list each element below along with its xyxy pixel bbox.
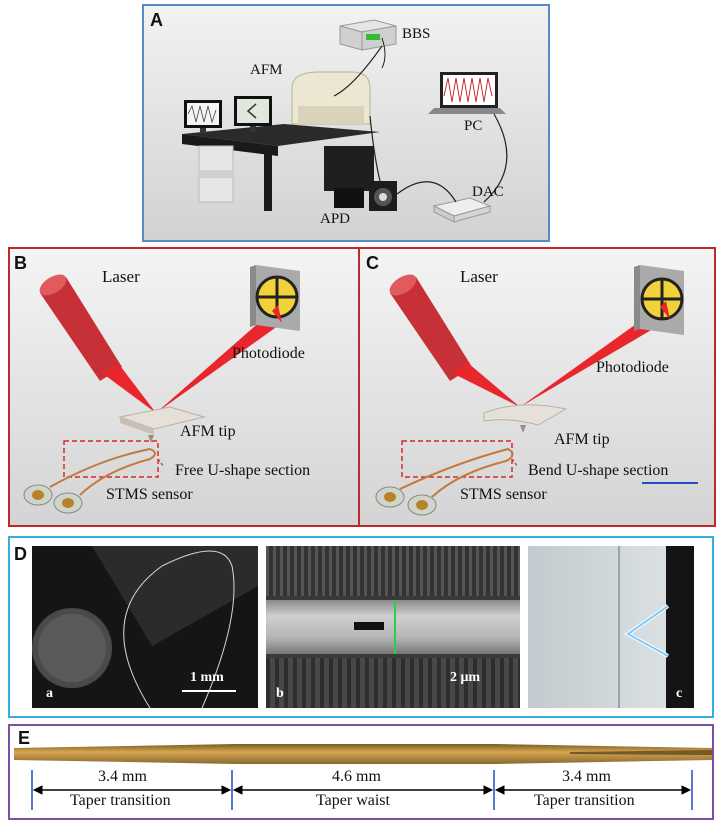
panel-d: D a 1 mm b 2 μm c xyxy=(8,536,714,718)
bbs-device xyxy=(339,19,397,51)
sub-label-c: c xyxy=(676,686,683,701)
apd-label: APD xyxy=(320,211,351,227)
optical-image-c: c xyxy=(528,546,694,708)
fiber-u xyxy=(49,447,156,496)
segment-2-length: 4.6 mm xyxy=(332,768,381,785)
laser-label-b: Laser xyxy=(102,267,140,286)
segment-3-length: 3.4 mm xyxy=(562,768,611,785)
cantilever xyxy=(118,406,206,430)
panel-e: E 3.4 mm Tape xyxy=(8,724,714,820)
dac-label: DAC xyxy=(472,184,504,200)
cantilever xyxy=(483,404,568,426)
section-word-c: section xyxy=(623,462,669,479)
photodiode-label-b: Photodiode xyxy=(232,345,305,362)
diameter-marker xyxy=(394,600,396,654)
section-label-b: Free U-shape section xyxy=(175,462,311,479)
photodiode-label-c: Photodiode xyxy=(596,359,669,376)
afm-schematic-bend xyxy=(375,265,698,516)
afm-tip-label-b: AFM tip xyxy=(180,423,236,440)
sensor-ferrules xyxy=(23,484,83,514)
u-shape-box xyxy=(401,440,513,478)
segment-3-name: Taper transition xyxy=(534,792,635,809)
laser-body xyxy=(40,277,122,381)
fiber-waist xyxy=(266,600,520,654)
scale-label-b: 2 μm xyxy=(450,670,481,685)
segment-1-name: Taper transition xyxy=(70,792,171,809)
fiber-u xyxy=(399,447,514,498)
laser-beam-out xyxy=(520,307,670,407)
sem-image-b: b 2 μm xyxy=(266,546,520,708)
setup-illustration xyxy=(182,19,508,223)
afm-tip-label-c: AFM tip xyxy=(554,431,610,448)
panel-c: C Laser Photodiode AFM tip Bend U-shape … xyxy=(358,247,716,527)
panel-b: B Laser Photodiode AFM tip Free U-shape … xyxy=(8,247,360,527)
panel-b-label: B xyxy=(14,253,27,273)
scale-label-a: 1 mm xyxy=(190,670,224,685)
laser-beam-out xyxy=(156,311,282,413)
sensor-label-b: STMS sensor xyxy=(106,486,193,503)
afm-schematic-free xyxy=(23,265,300,514)
dac-device xyxy=(432,197,492,223)
sensor-ferrules xyxy=(375,486,437,516)
sensor-label-c: STMS sensor xyxy=(460,486,547,503)
laser-body xyxy=(390,277,472,381)
sem-image-a: a 1 mm xyxy=(32,546,258,708)
section-label-c: Bend U-shape section xyxy=(528,462,668,480)
sub-label-a: a xyxy=(46,686,53,701)
segment-1-length: 3.4 mm xyxy=(98,768,147,785)
optical-table xyxy=(182,124,380,146)
panel-a-label: A xyxy=(150,10,163,30)
pc-label: PC xyxy=(464,118,483,134)
laser-label-c: Laser xyxy=(460,267,498,286)
panel-a: A AFM BBS PC DAC APD xyxy=(142,4,550,242)
panel-e-label: E xyxy=(18,728,31,748)
laser-beam-in xyxy=(452,363,520,407)
pc-laptop xyxy=(428,72,506,114)
panel-d-label: D xyxy=(14,544,27,564)
laser-beam-in xyxy=(102,363,156,413)
segment-2-name: Taper waist xyxy=(316,792,390,809)
section-prefix-c: Bend U-shape xyxy=(528,462,624,479)
sub-label-b: b xyxy=(276,686,284,701)
apd-device xyxy=(369,181,397,211)
bbs-label: BBS xyxy=(402,26,431,42)
taper-fiber xyxy=(14,744,712,810)
panel-c-label: C xyxy=(366,253,379,273)
afm-label: AFM xyxy=(250,62,283,78)
